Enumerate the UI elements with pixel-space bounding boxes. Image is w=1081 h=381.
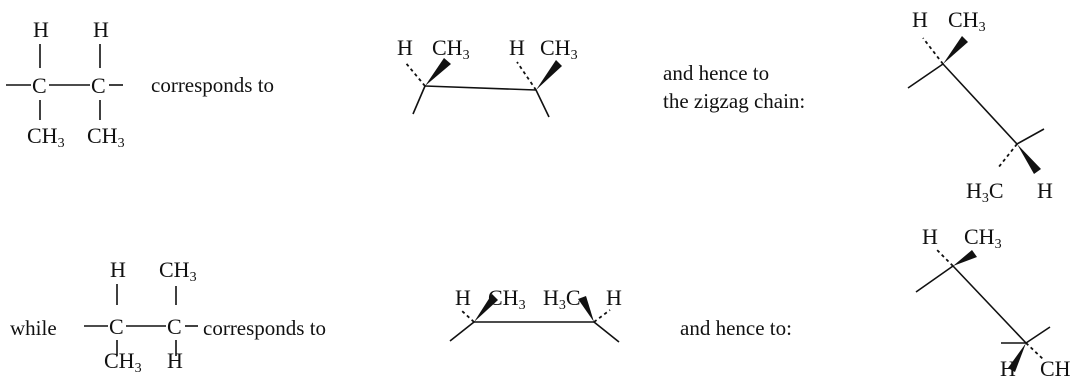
row2-proj-h-right-bottom: H bbox=[167, 348, 183, 373]
row2-ecl-h3c-right: H3C bbox=[543, 285, 581, 313]
row2-text-corresponds-to: corresponds to bbox=[203, 316, 326, 340]
row1-ecl-ch3-left: CH3 bbox=[432, 35, 470, 63]
row1-proj-ch3-left: CH3 bbox=[27, 123, 65, 151]
row1-proj-h-left: H bbox=[33, 17, 49, 42]
row2-proj-h-left-top: H bbox=[110, 257, 126, 282]
row1-ecl-dash-h-left bbox=[404, 61, 426, 87]
row1-ecl-ch3-right: CH3 bbox=[540, 35, 578, 63]
row1-ecl-h-right: H bbox=[509, 35, 525, 60]
row2-proj-c-right: C bbox=[167, 314, 182, 339]
row2-zz-dash-ch3-bottom bbox=[1025, 342, 1045, 361]
row1-ecl-bond-down-right bbox=[535, 89, 550, 118]
row1-ecl-wedge-ch3-left bbox=[425, 58, 451, 86]
row1-text-zigzag-chain: the zigzag chain: bbox=[663, 89, 805, 113]
row2-text-and-hence-to: and hence to: bbox=[680, 316, 792, 340]
row1-ecl-wedge-ch3-right bbox=[536, 60, 562, 90]
row1-eclipsed-structure: H CH3 H CH3 bbox=[397, 35, 578, 118]
row2-ecl-bond-down-left bbox=[449, 321, 475, 342]
row1-text-corresponds-to: corresponds to bbox=[151, 73, 274, 97]
row2-ecl-h-left: H bbox=[455, 285, 471, 310]
row1-projection: H H C C CH3 CH3 bbox=[6, 17, 125, 151]
row2-zz-h-bottom: H bbox=[1000, 356, 1016, 376]
row1-ecl-h-left: H bbox=[397, 35, 413, 60]
row2-ecl-dash-h-right bbox=[593, 309, 611, 323]
row2-ecl-bond-down-right bbox=[593, 321, 620, 343]
row1-text-and-hence-to: and hence to bbox=[663, 61, 769, 85]
row1-zz-h3c-bottom: H3C bbox=[966, 178, 1004, 206]
row2-zz-wedge-ch3-top bbox=[953, 250, 977, 266]
row1-ecl-bond-cc bbox=[424, 85, 537, 91]
row2-ecl-wedge-h3c-right bbox=[578, 296, 594, 322]
row2-proj-ch3-left-bottom: CH3 bbox=[104, 348, 142, 376]
row1-proj-h-right: H bbox=[93, 17, 109, 42]
row1-ecl-bond-down-left bbox=[412, 85, 426, 115]
row2-eclipsed-structure: H CH3 H3C H bbox=[449, 285, 622, 343]
row1-zz-h-bottom: H bbox=[1037, 178, 1053, 203]
row1-zz-dash-h3c-bottom bbox=[997, 143, 1018, 169]
row1-proj-c-right: C bbox=[91, 73, 106, 98]
row1-zz-wedge-ch3-top bbox=[943, 36, 968, 64]
row1-zz-ch3-top: CH3 bbox=[948, 7, 986, 35]
row2-zz-ch3-bottom: CH bbox=[1040, 356, 1071, 376]
row2-zz-ch3-top: CH3 bbox=[964, 224, 1002, 252]
row1-zz-chain bbox=[907, 62, 1045, 146]
row1-zz-h-top: H bbox=[912, 7, 928, 32]
row1-zz-wedge-h-bottom bbox=[1017, 144, 1041, 174]
row2-text-while: while bbox=[10, 316, 57, 340]
row2-zz-wedge-h-bottom bbox=[1008, 343, 1026, 372]
row1-zigzag-structure: H CH3 H3C H bbox=[907, 7, 1053, 206]
row2-ecl-h-right: H bbox=[606, 285, 622, 310]
row1-proj-ch3-right: CH3 bbox=[87, 123, 125, 151]
row2-zz-chain bbox=[915, 264, 1051, 345]
row1-proj-c-left: C bbox=[32, 73, 47, 98]
row2-proj-c-left: C bbox=[109, 314, 124, 339]
row2-projection: H CH3 C C CH3 H bbox=[84, 257, 198, 376]
row2-zz-h-top: H bbox=[922, 224, 938, 249]
row2-zigzag-structure: H CH3 H CH bbox=[915, 224, 1071, 381]
row2-ecl-wedge-ch3-left bbox=[474, 294, 498, 322]
row2-zz-dash-h-top bbox=[935, 248, 954, 267]
row2-ecl-dash-h-left bbox=[461, 310, 475, 323]
row2-proj-ch3-right-top: CH3 bbox=[159, 257, 197, 285]
row1-zz-dash-h-top bbox=[922, 37, 944, 65]
row1-ecl-dash-h-right bbox=[516, 61, 537, 91]
